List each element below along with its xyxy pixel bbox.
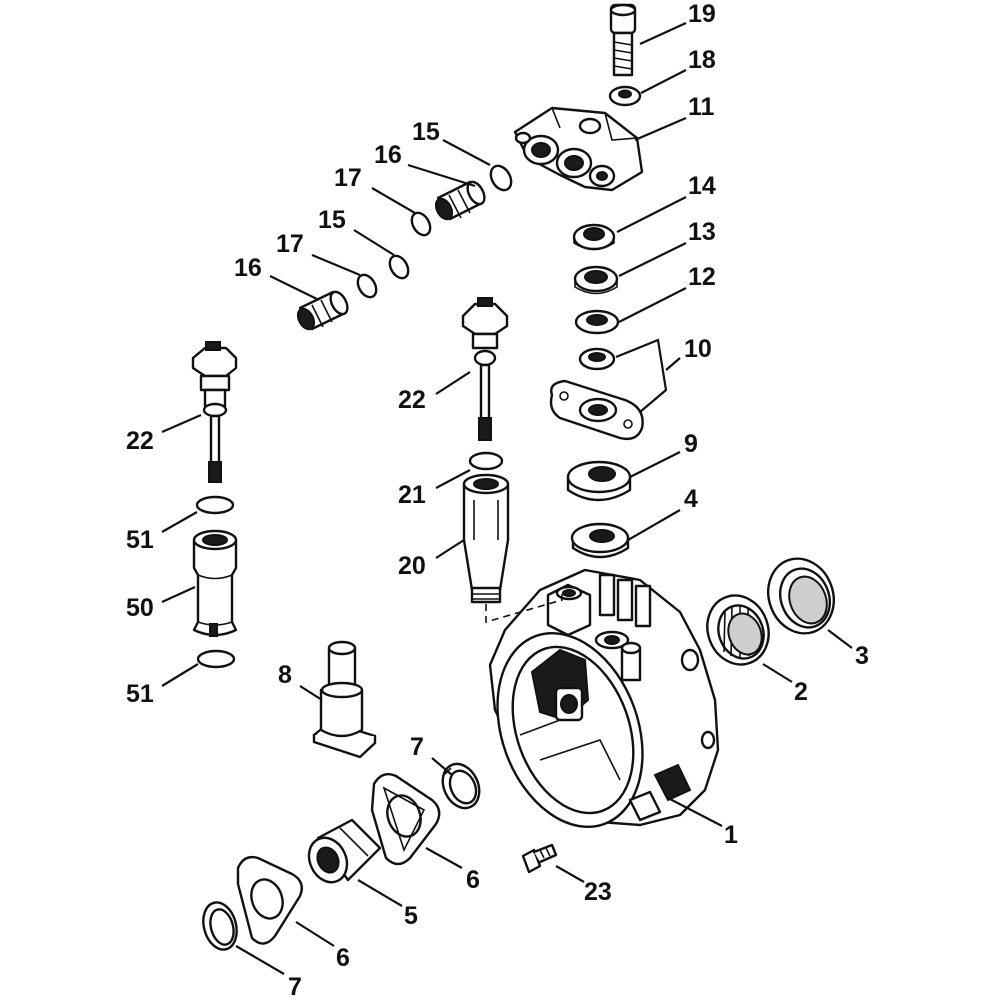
part-20-fitting [462,473,510,604]
part-15-oring-upper [489,164,513,192]
callout-22: 22 [126,427,154,455]
callout-23: 23 [584,878,612,906]
part-22-valve-center [461,297,509,441]
part-5-bushing [307,818,382,884]
callout-5: 5 [404,902,418,930]
part-17-oring-lower [356,273,378,299]
part-51-oring-upper [195,495,235,515]
part-9-seal [566,460,632,502]
callout-17: 17 [334,164,362,192]
part-14-seal [572,223,616,251]
callout-16: 16 [374,141,402,169]
callout-50: 50 [126,594,154,622]
callout-51: 51 [126,680,154,708]
part-19-screw [609,3,637,77]
callout-19: 19 [688,0,716,28]
callout-6: 6 [466,866,480,894]
part-51-oring-lower [196,649,236,669]
part-2-bearing [706,594,770,666]
callout-6: 6 [336,944,350,972]
callout-labels: 19 18 11 15 16 17 14 15 13 17 16 12 10 2… [126,0,869,1000]
callout-11: 11 [688,93,715,121]
part-8-plunger [312,640,377,759]
callout-9: 9 [684,430,698,458]
callout-13: 13 [688,218,716,246]
part-6-plate-lower [236,855,303,945]
callout-1: 1 [724,821,738,849]
callout-15: 15 [318,206,346,234]
callout-16: 16 [234,254,262,282]
part-11-manifold [513,106,644,192]
part-21-oring [468,451,504,471]
callout-14: 14 [688,172,716,200]
callout-7: 7 [288,973,302,1000]
part-6-plate-upper [370,773,441,866]
callout-7: 7 [410,733,424,761]
part-18-washer [608,85,642,107]
part-12-seal [574,309,620,335]
callout-3: 3 [855,642,869,670]
part-50-sleeve [192,529,238,637]
part-1-housing [488,568,720,829]
part-22-valve-left [191,341,238,483]
callout-51: 51 [126,526,154,554]
callout-21: 21 [398,481,426,509]
part-7-snap-ring-upper [441,762,481,810]
callout-10: 10 [684,335,712,363]
callout-2: 2 [794,678,808,706]
callout-8: 8 [278,661,292,689]
callout-22: 22 [398,386,426,414]
part-7-snap-ring-lower [202,901,238,951]
callout-4: 4 [684,485,698,513]
callout-18: 18 [688,46,716,74]
part-4-seal [570,522,630,559]
part-17-oring-upper [410,211,432,237]
part-3-seal-ring [767,557,835,635]
part-13-seal [573,265,619,295]
part-10-retainer [549,347,644,441]
part-16-valve-lower [296,290,349,331]
part-23-screw [521,843,558,874]
callout-17: 17 [276,230,304,258]
part-15-oring-lower [388,254,410,280]
callout-15: 15 [412,118,440,146]
callout-20: 20 [398,552,426,580]
callout-12: 12 [688,263,716,291]
part-16-valve-upper [434,180,486,221]
leader-lines [161,21,853,975]
